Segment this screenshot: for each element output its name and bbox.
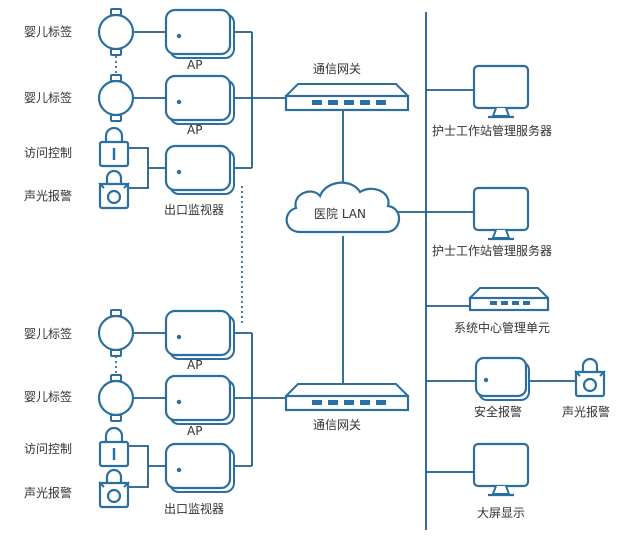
baby-tag-icon bbox=[97, 373, 135, 423]
baby-tag-label: 婴儿标签 bbox=[24, 25, 73, 39]
ap-device-icon bbox=[164, 374, 236, 426]
exit-monitor-icon bbox=[164, 442, 236, 494]
security-alarm-label: 安全报警 bbox=[474, 405, 523, 419]
baby-tag-icon bbox=[97, 308, 135, 358]
access-control-label: 访问控制 bbox=[24, 442, 73, 456]
alarm-icon bbox=[573, 357, 607, 398]
baby-tag-label: 婴儿标签 bbox=[24, 91, 73, 105]
ap-label: AP bbox=[187, 358, 203, 372]
exit-monitor-icon bbox=[164, 144, 236, 196]
nurse-server-label: 护士工作站管理服务器 bbox=[432, 124, 553, 138]
sound-light-alarm-label: 声光报警 bbox=[24, 189, 73, 203]
ap-label: AP bbox=[187, 424, 203, 438]
exit-monitor-label: 出口监视器 bbox=[164, 502, 225, 516]
gateway-icon bbox=[284, 382, 410, 412]
baby-tag-icon bbox=[97, 7, 135, 57]
big-screen-label: 大屏显示 bbox=[477, 506, 526, 520]
big-screen-icon bbox=[472, 442, 530, 497]
ap-device-icon bbox=[164, 309, 236, 361]
baby-tag-label: 婴儿标签 bbox=[24, 390, 73, 404]
baby-tag-label: 婴儿标签 bbox=[24, 327, 73, 341]
baby-tag-icon bbox=[97, 73, 135, 123]
gateway-label: 通信网关 bbox=[313, 62, 362, 76]
alarm-icon bbox=[97, 169, 131, 210]
sound-light-alarm-label: 声光报警 bbox=[24, 486, 73, 500]
lock-icon bbox=[98, 126, 130, 168]
ap-label: AP bbox=[187, 123, 203, 137]
nurse-server-label: 护士工作站管理服务器 bbox=[432, 244, 553, 258]
ap-device-icon bbox=[164, 74, 236, 126]
system-center-label: 系统中心管理单元 bbox=[454, 321, 551, 335]
gateway-icon bbox=[284, 82, 410, 112]
lan-label: 医院 LAN bbox=[314, 207, 366, 221]
lan-cloud-icon bbox=[285, 181, 401, 234]
exit-monitor-label: 出口监视器 bbox=[164, 203, 225, 217]
access-control-label: 访问控制 bbox=[24, 146, 73, 160]
ap-label: AP bbox=[187, 58, 203, 72]
ap-device-icon bbox=[164, 8, 236, 60]
gateway-label: 通信网关 bbox=[313, 418, 362, 432]
sound-light-alarm-label: 声光报警 bbox=[562, 405, 611, 419]
alarm-icon bbox=[97, 468, 131, 509]
server-unit-icon bbox=[468, 287, 550, 312]
security-alarm-icon bbox=[474, 356, 530, 401]
monitor-icon bbox=[472, 186, 530, 241]
monitor-icon bbox=[472, 64, 530, 119]
lock-icon bbox=[98, 426, 130, 468]
